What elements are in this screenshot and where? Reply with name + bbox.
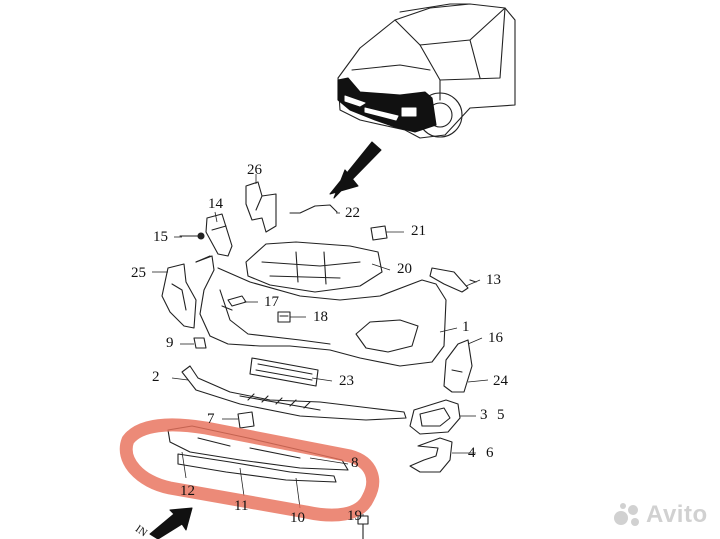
part-23-grille xyxy=(249,357,319,387)
callout-7: 7 xyxy=(207,411,215,427)
callout-8: 8 xyxy=(351,455,359,471)
callout-12: 12 xyxy=(180,483,195,499)
watermark: Avito xyxy=(612,500,708,530)
part-3-fog-bezel xyxy=(409,399,461,435)
callout-16: 16 xyxy=(488,330,503,346)
part-26-bracket xyxy=(245,181,277,233)
callout-17: 17 xyxy=(264,294,279,310)
callout-5: 5 xyxy=(497,407,505,423)
part-7-clip xyxy=(237,411,255,429)
part-18-emblem xyxy=(277,311,291,323)
part-22-wire xyxy=(289,204,338,214)
part-1-bumper-cover xyxy=(195,255,447,367)
callout-11: 11 xyxy=(234,498,249,514)
callout-18: 18 xyxy=(313,309,328,325)
car-bumper-highlight xyxy=(337,77,437,133)
direction-arrow xyxy=(149,507,193,539)
avito-dots-icon xyxy=(614,503,639,526)
callout-14: 14 xyxy=(208,196,223,212)
callout-3: 3 xyxy=(480,407,488,423)
callout-10: 10 xyxy=(290,510,305,526)
callout-26: 26 xyxy=(247,162,262,178)
callout-25: 25 xyxy=(131,265,146,281)
callout-15: 15 xyxy=(153,229,168,245)
callout-24: 24 xyxy=(493,373,508,389)
callout-20: 20 xyxy=(397,261,412,277)
highlight-band xyxy=(119,418,379,522)
callout-21: 21 xyxy=(411,223,426,239)
part-2-lower-bumper xyxy=(181,365,407,421)
part-13-bracket xyxy=(429,267,477,293)
part-9-cap xyxy=(193,337,207,349)
part-14-bracket xyxy=(205,213,233,257)
part-25-bracket xyxy=(161,263,197,329)
watermark-text: Avito xyxy=(646,501,708,528)
callout-19: 19 xyxy=(347,508,362,524)
part-15-screw xyxy=(179,232,205,240)
part-20-under-shield xyxy=(245,241,383,293)
callout-13: 13 xyxy=(486,272,501,288)
part-21-clip xyxy=(370,225,388,241)
part-4-garnish xyxy=(409,437,453,473)
part-16-bracket xyxy=(443,339,473,393)
leader-lines xyxy=(152,174,489,516)
pointer-arrow xyxy=(329,141,382,199)
callout-6: 6 xyxy=(486,445,494,461)
callout-1: 1 xyxy=(462,319,470,335)
callout-2: 2 xyxy=(152,369,160,385)
part-17-clip xyxy=(227,295,247,307)
callout-4: 4 xyxy=(468,445,476,461)
callout-22: 22 xyxy=(345,205,360,221)
callout-9: 9 xyxy=(166,335,174,351)
callout-23: 23 xyxy=(339,373,354,389)
